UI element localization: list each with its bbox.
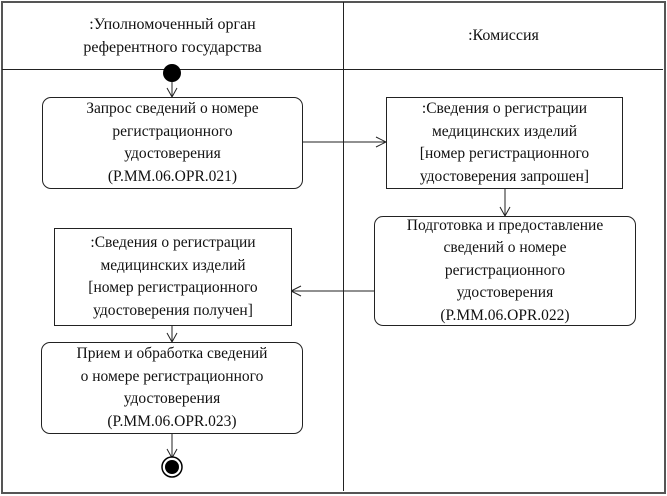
action-prepare: Подготовка и предоставление сведений о н… [374,216,636,326]
lane-title-line: :Уполномоченный орган [89,15,256,33]
node-text: удостоверения получен] [93,301,253,319]
initial-node-icon [163,64,181,82]
node-text: удостоверения запрошен] [419,167,590,185]
lane-title-authority: :Уполномоченный орган референтного госуд… [2,2,343,69]
node-text: (P.MM.06.OPR.023) [107,412,237,430]
node-text: медицинских изделий [100,256,246,274]
node-text: регистрационного [444,261,566,279]
node-text: медицинских изделий [431,122,578,140]
object-received: :Сведения о регистрации медицинских изде… [54,228,292,326]
node-text: [номер регистрационного [419,145,590,162]
node-text: Подготовка и предоставление [406,216,604,234]
lane-title-line: референтного государства [83,38,262,56]
lane-header-divider [2,69,663,70]
node-text: сведений о номере [443,239,567,257]
node-text: Запрос сведений о номере [86,100,259,117]
node-text: удостоверения [123,390,221,407]
action-process: Прием и обработка сведений о номере регис… [41,342,303,434]
node-text: [номер регистрационного [88,279,258,296]
lane-divider [343,2,344,491]
object-requested: :Сведения о регистрации медицинских изде… [386,97,623,189]
lane-title-line: :Комиссия [468,27,539,44]
node-text: (P.MM.06.OPR.022) [440,306,570,324]
lane-title-commission: :Комиссия [344,2,663,69]
node-text: (P.MM.06.OPR.021) [107,167,238,185]
action-request: Запрос сведений о номере регистрационног… [42,97,303,189]
node-text: удостоверения [456,284,554,302]
node-text: :Сведения о регистрации [90,234,256,251]
node-text: Прием и обработка сведений [76,345,268,362]
node-text: :Сведения о регистрации [421,100,588,117]
node-text: о номере регистрационного [80,367,264,385]
node-text: удостоверения [124,145,221,162]
node-text: регистрационного [112,122,233,140]
